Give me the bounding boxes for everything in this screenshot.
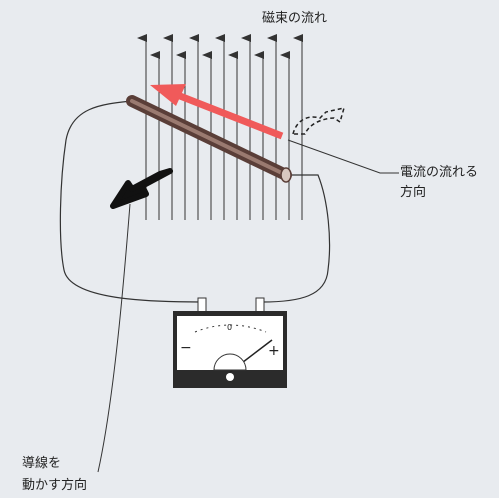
current-direction-label-line1: 電流の流れる (400, 165, 478, 180)
meter-plus: + (268, 343, 280, 359)
conductor-rod (126, 95, 292, 183)
meter-zero: 0 (227, 323, 232, 332)
meter-minus: − (180, 340, 192, 356)
rotation-arrow-dashed (292, 106, 346, 135)
current-arrow (150, 84, 284, 140)
magnetic-flux-lines (137, 34, 303, 220)
circuit-wire (59, 100, 331, 303)
move-direction-label-line2: 動かす方向 (22, 477, 87, 493)
galvanometer: 0 − + (173, 297, 287, 388)
movement-arrow (110, 168, 173, 209)
magnetic-flux-label: 磁束の流れ (262, 11, 327, 26)
move-label-leader (97, 203, 131, 473)
current-direction-label-line2: 方向 (400, 184, 426, 200)
current-label-leader (287, 139, 399, 174)
move-direction-label-line1: 導線を (22, 455, 61, 471)
